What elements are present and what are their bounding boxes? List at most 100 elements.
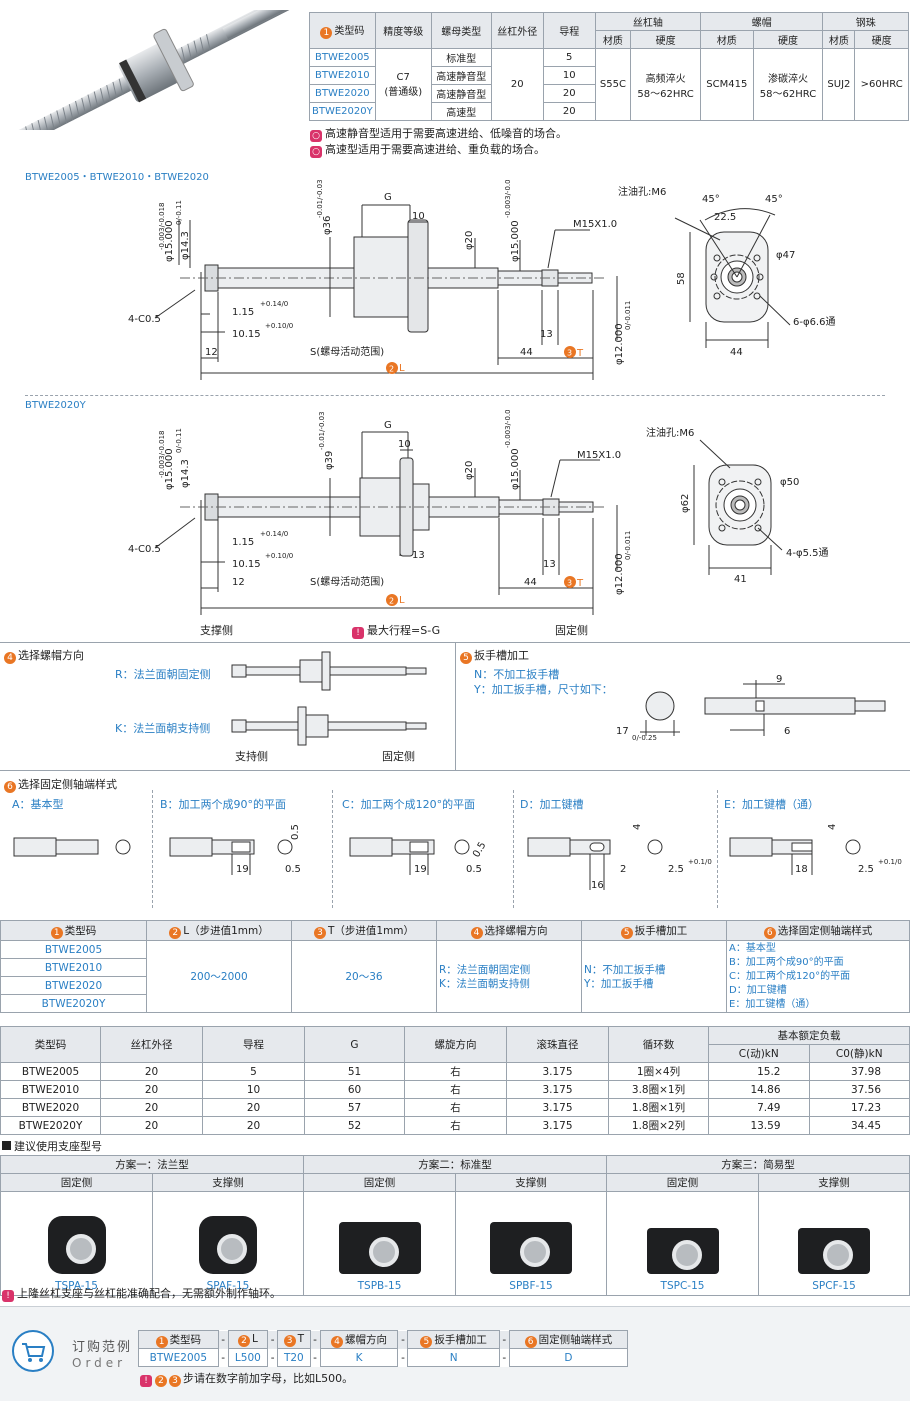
nut-type-cell: 高速型 [430,102,492,121]
type-code-link[interactable]: BTWE2020 [0,976,147,995]
spec-cell: 51 [304,1062,405,1081]
spec-cell: 60 [304,1080,405,1099]
type-code-link[interactable]: BTWE2005 [0,940,147,959]
dim-d15: φ15.000 [510,448,521,490]
dir-option: K：法兰面朝支持侧 [439,977,530,990]
spec-cell: 20 [100,1062,203,1081]
precision-sub: (普通级) [384,86,423,98]
th-hardness: 硬度 [752,30,824,49]
model-link[interactable]: SPBF-15 [509,1280,553,1292]
example-value: D [508,1348,629,1367]
dim-19: 19 [414,864,427,875]
style-c[interactable]: C：加工两个成120°的平面 [342,798,476,811]
L-range: 200～2000 [146,940,292,1013]
th: 丝杠外径 [100,1026,203,1063]
T-range: 20～36 [291,940,437,1013]
nut-material: SCM415 [700,48,754,121]
type-code-link[interactable]: BTWE2010 [309,66,376,85]
support-label: 支撑侧 [455,1173,607,1192]
model-link[interactable]: TSPA-15 [55,1280,98,1292]
th-hardness: 硬度 [630,30,702,49]
lead-cell: 20 [542,102,596,121]
dim-S: S(螺母活动范围) [310,575,384,588]
dim-13: 13 [540,329,553,340]
style-d[interactable]: D：加工键槽 [520,798,584,811]
th: 螺旋方向 [404,1026,507,1063]
type-code-link[interactable]: BTWE2020 [309,84,376,103]
precision-value: C7 [396,71,410,83]
spec-cell: 37.56 [808,1080,910,1099]
dim-L: L [399,595,405,606]
style-a[interactable]: A：基本型 [12,798,64,811]
dim-10: 10 [412,211,425,222]
spec-cell: 20 [202,1098,305,1117]
option-k[interactable]: K：法兰面朝支持侧 [115,722,211,735]
option-r[interactable]: R：法兰面朝固定侧 [115,668,211,681]
spec-cell: 20 [100,1080,203,1099]
svg-text:2: 2 [389,365,394,374]
spec-cell: 20 [100,1098,203,1117]
dim-44w: 44 [730,347,743,358]
th-c0: C0(静)kN [808,1044,910,1063]
th: 循环数 [608,1026,709,1063]
lead-cell: 10 [542,66,596,85]
dim-tol: 0/-0.011 [624,531,632,560]
plan-title: 方案三：简易型 [606,1155,910,1174]
type-code-link[interactable]: BTWE2020Y [0,994,147,1013]
dim-44: 44 [520,347,533,358]
dim-tol: +0.10/0 [265,322,293,330]
dim-19: 19 [236,864,249,875]
spec-cell: 右 [404,1116,507,1135]
spec-table: 类型码 丝杠外径 导程 G 螺旋方向 滚珠直径 循环数 基本额定负载 C(动)k… [0,1026,910,1135]
dim-holes: 4-φ5.5通 [786,547,828,559]
option-n[interactable]: N：不加工扳手槽 [474,668,560,681]
nut-hardness-range: 58～62HRC [759,88,817,100]
spec-cell: 1.8圈×1列 [608,1098,709,1117]
spec-cell: 15.2 [708,1062,810,1081]
shaft-end-styles: 19 0.5 0.5 19 0.5 0.5 16 2 4 2.5 +0.1/0 … [13,824,902,891]
dim-d143: φ14.3 [180,231,191,260]
style-option: B：加工两个成90°的平面 [729,956,844,968]
type-code-link[interactable]: BTWE2010 [0,958,147,977]
spec-cell: 7.49 [708,1098,810,1117]
th: 基本额定负载 [708,1026,910,1045]
style-b[interactable]: B：加工两个成90°的平面 [160,798,287,811]
model-link[interactable]: TSPC-15 [660,1280,705,1292]
style-e[interactable]: E：加工键槽（通） [724,798,819,811]
th: G [304,1026,405,1063]
model-link[interactable]: TSPB-15 [357,1280,402,1292]
warning-icon: ! [2,1290,14,1302]
dim-d12: φ12.000 [614,323,625,365]
dim-05: 0.5 [466,864,482,875]
circle-icon: ○ [310,146,322,158]
dim-tol: +0.10/0 [265,552,293,560]
th-shaft: 丝杠轴 [594,12,702,31]
drawing1: φ15.000 -0.003/-0.018 φ14.3 0/-0.11 φ36 … [128,180,835,380]
model-link[interactable]: SPAF-15 [206,1280,250,1292]
dim-1015: 10.15 [232,329,261,340]
nut-direction-diagram [231,651,427,746]
th-diameter: 丝杠外径 [490,12,544,49]
support-note: !上隆丝杠支座与丝杠能准确配合，无需额外制作轴环。 [2,1285,281,1302]
option-y[interactable]: Y：加工扳手槽，尺寸如下： [474,683,613,696]
spec-cell: 3.175 [506,1098,609,1117]
dim-G: G [384,420,392,431]
dim-25: 2.5 [858,864,874,875]
model-link[interactable]: SPCF-15 [812,1280,856,1292]
dim-tol: -0.003/-0.018 [504,180,512,218]
note-line: ○高速型适用于需要高速进给、重负载的场合。 [310,142,567,158]
fixed-label: 固定侧 [0,1173,153,1192]
type-code-link[interactable]: BTWE2005 [309,48,376,67]
dim-05: 0.5 [285,864,301,875]
spec-cell: 13.59 [708,1116,810,1135]
fixed-side-label: 固定侧 [382,750,415,763]
dim-tol: -0.003/-0.018 [158,203,166,251]
type-code-link[interactable]: BTWE2020Y [309,102,376,121]
support-label: 支撑侧 [152,1173,304,1192]
